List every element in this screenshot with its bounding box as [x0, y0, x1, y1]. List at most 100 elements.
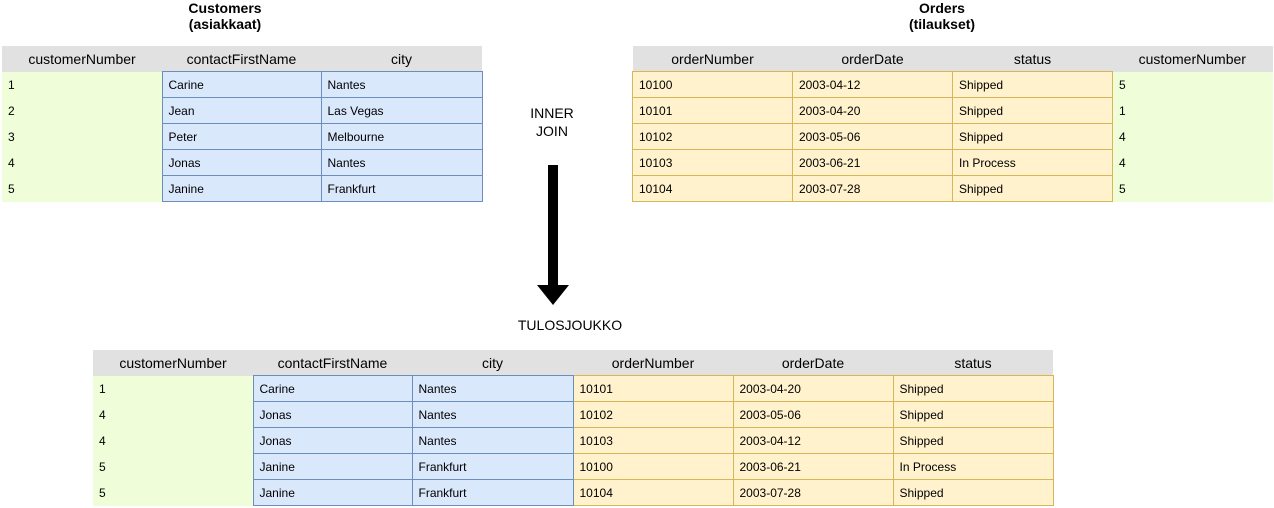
order-date-cell: 2003-04-12: [732, 427, 894, 454]
column-header: customerNumber: [2, 46, 162, 72]
order-number-cell: 10103: [572, 427, 734, 454]
order-number-cell: 10103: [632, 149, 793, 176]
customer-number-cell: 1: [2, 71, 162, 98]
first-name-cell: Jonas: [252, 401, 413, 428]
city-cell: Frankfurt: [411, 453, 574, 480]
customer-number-cell: 5: [1112, 175, 1273, 202]
first-name-cell: Carine: [161, 71, 322, 98]
status-cell: Shipped: [952, 175, 1113, 202]
status-cell: In Process: [952, 149, 1113, 176]
table-row: 5 Janine Frankfurt: [2, 175, 483, 202]
city-cell: Nantes: [320, 71, 483, 98]
customer-number-cell: 5: [93, 479, 253, 506]
status-cell: Shipped: [952, 97, 1113, 124]
orders-subtitle: (tilaukset): [908, 16, 976, 32]
order-date-cell: 2003-04-20: [732, 375, 894, 402]
table-row: 5 Janine Frankfurt 10104 2003-07-28 Ship…: [93, 479, 1054, 506]
result-table: customerNumber contactFirstName city ord…: [93, 350, 1054, 506]
table-row: 1 Carine Nantes: [2, 71, 483, 98]
result-label: TULOSJOUKKO: [517, 317, 623, 333]
column-header: orderDate: [792, 46, 953, 72]
order-date-cell: 2003-07-28: [732, 479, 894, 506]
inner-join-label: INNER JOIN: [512, 104, 592, 140]
first-name-cell: Jonas: [252, 427, 413, 454]
table-row: 10100 2003-04-12 Shipped 5: [632, 71, 1273, 98]
status-cell: Shipped: [952, 123, 1113, 150]
customer-number-cell: 4: [1112, 123, 1273, 150]
city-cell: Nantes: [411, 375, 574, 402]
table-row: 3 Peter Melbourne: [2, 123, 483, 150]
orders-caption: Orders (tilaukset): [882, 0, 1002, 32]
customer-number-cell: 5: [1112, 71, 1273, 98]
customers-caption: Customers (asiakkaat): [165, 0, 285, 32]
table-header-row: orderNumber orderDate status customerNum…: [632, 46, 1273, 72]
customer-number-cell: 4: [93, 427, 253, 454]
first-name-cell: Carine: [252, 375, 413, 402]
column-header: orderNumber: [632, 46, 793, 72]
orders-title: Orders: [919, 0, 965, 16]
order-date-cell: 2003-05-06: [792, 123, 953, 150]
customers-table: customerNumber contactFirstName city 1 C…: [2, 46, 483, 202]
inner-join-line2: JOIN: [536, 123, 568, 139]
customer-number-cell: 1: [1112, 97, 1273, 124]
city-cell: Nantes: [411, 427, 574, 454]
column-header: contactFirstName: [253, 350, 412, 376]
order-number-cell: 10100: [632, 71, 793, 98]
status-cell: Shipped: [952, 71, 1113, 98]
table-row: 1 Carine Nantes 10101 2003-04-20 Shipped: [93, 375, 1054, 402]
table-row: 4 Jonas Nantes 10103 2003-04-12 Shipped: [93, 427, 1054, 454]
table-row: 10103 2003-06-21 In Process 4: [632, 149, 1273, 176]
column-header: customerNumber: [93, 350, 253, 376]
order-date-cell: 2003-06-21: [732, 453, 894, 480]
order-number-cell: 10101: [572, 375, 734, 402]
status-cell: Shipped: [892, 479, 1054, 506]
city-cell: Melbourne: [320, 123, 483, 150]
first-name-cell: Janine: [252, 479, 413, 506]
customers-subtitle: (asiakkaat): [188, 16, 262, 32]
table-row: 10104 2003-07-28 Shipped 5: [632, 175, 1273, 202]
first-name-cell: Jean: [161, 97, 322, 124]
first-name-cell: Peter: [161, 123, 322, 150]
first-name-cell: Jonas: [161, 149, 322, 176]
down-arrow-icon: [537, 165, 569, 305]
customer-number-cell: 2: [2, 97, 162, 124]
column-header: contactFirstName: [162, 46, 321, 72]
customer-number-cell: 1: [93, 375, 253, 402]
order-number-cell: 10100: [572, 453, 734, 480]
order-date-cell: 2003-07-28: [792, 175, 953, 202]
order-date-cell: 2003-04-12: [792, 71, 953, 98]
column-header: status: [893, 350, 1053, 376]
inner-join-line1: INNER: [530, 105, 574, 121]
city-cell: Frankfurt: [320, 175, 483, 202]
table-row: 4 Jonas Nantes 10102 2003-05-06 Shipped: [93, 401, 1054, 428]
city-cell: Frankfurt: [411, 479, 574, 506]
status-cell: Shipped: [892, 427, 1054, 454]
column-header: customerNumber: [1112, 46, 1273, 72]
table-row: 10101 2003-04-20 Shipped 1: [632, 97, 1273, 124]
table-row: 10102 2003-05-06 Shipped 4: [632, 123, 1273, 150]
order-date-cell: 2003-04-20: [792, 97, 953, 124]
column-header: orderDate: [733, 350, 893, 376]
column-header: status: [952, 46, 1113, 72]
order-date-cell: 2003-05-06: [732, 401, 894, 428]
column-header: city: [412, 350, 573, 376]
status-cell: In Process: [892, 453, 1054, 480]
customer-number-cell: 4: [2, 149, 162, 176]
column-header: city: [321, 46, 482, 72]
order-number-cell: 10104: [632, 175, 793, 202]
table-header-row: customerNumber contactFirstName city ord…: [93, 350, 1053, 376]
customers-title: Customers: [188, 0, 262, 16]
first-name-cell: Janine: [161, 175, 322, 202]
customer-number-cell: 3: [2, 123, 162, 150]
customer-number-cell: 5: [93, 453, 253, 480]
orders-table: orderNumber orderDate status customerNum…: [632, 46, 1273, 202]
table-header-row: customerNumber contactFirstName city: [2, 46, 482, 72]
order-date-cell: 2003-06-21: [792, 149, 953, 176]
table-row: 5 Janine Frankfurt 10100 2003-06-21 In P…: [93, 453, 1054, 480]
table-row: 4 Jonas Nantes: [2, 149, 483, 176]
order-number-cell: 10102: [632, 123, 793, 150]
status-cell: Shipped: [892, 375, 1054, 402]
table-row: 2 Jean Las Vegas: [2, 97, 483, 124]
city-cell: Nantes: [411, 401, 574, 428]
customer-number-cell: 5: [2, 175, 162, 202]
